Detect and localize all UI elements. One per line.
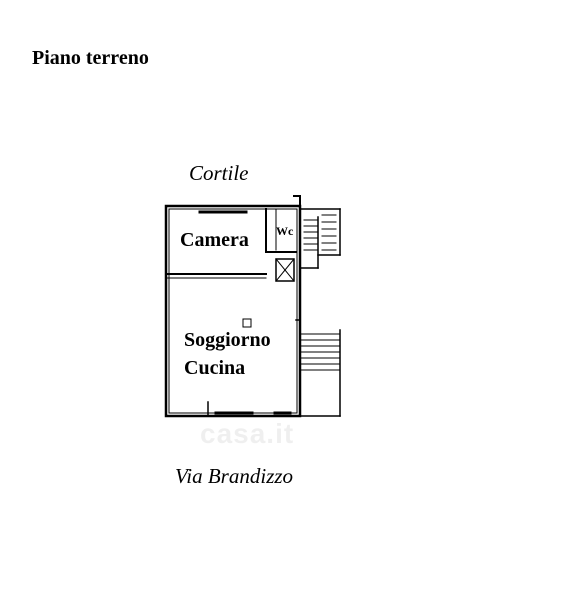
room-cucina-label: Cucina (184, 357, 246, 379)
shaft-box (275, 258, 295, 282)
watermark-logo: casa.it (200, 418, 295, 449)
courtyard-label: Cortile (189, 161, 249, 185)
shaft-cross (275, 258, 295, 282)
page-title: Piano terreno (32, 47, 149, 69)
street-label: Via Brandizzo (175, 464, 294, 488)
room-soggiorno-label: Soggiorno (184, 329, 271, 351)
room-wc-label: Wc (276, 224, 294, 238)
room-camera-label: Camera (180, 229, 249, 251)
column-mark (242, 318, 252, 328)
